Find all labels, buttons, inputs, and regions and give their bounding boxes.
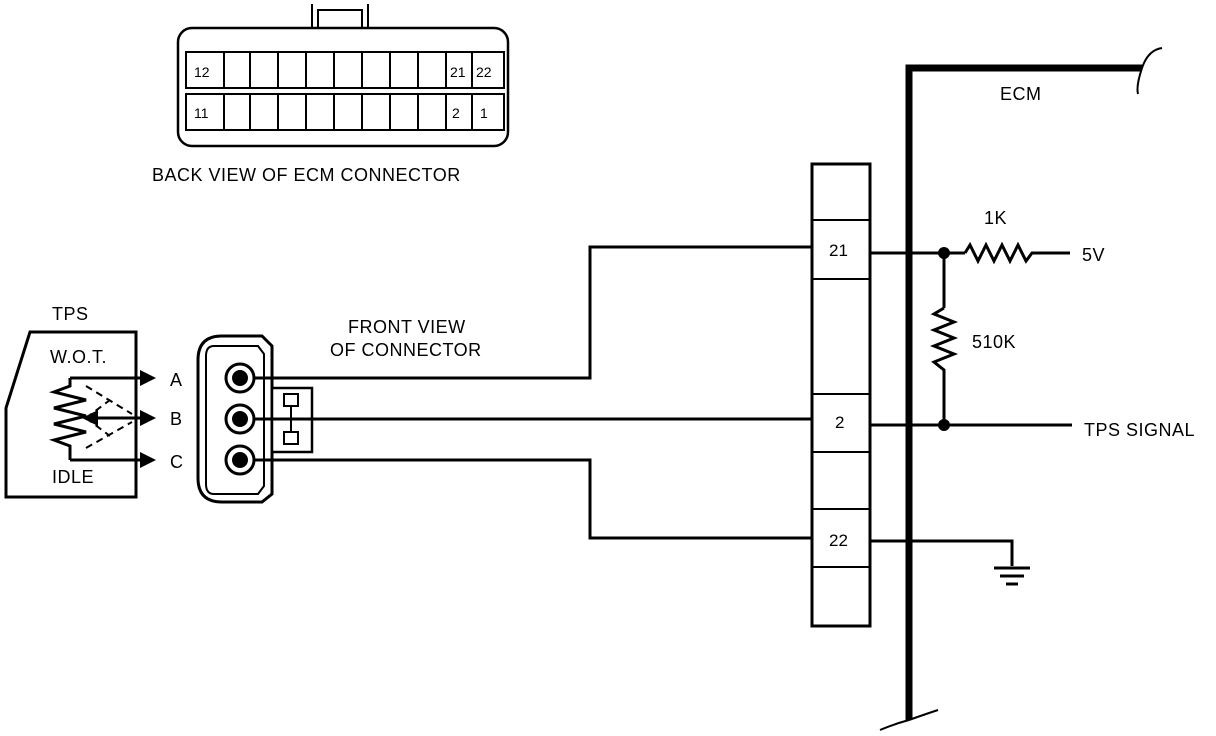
terminal-c-label: C <box>170 452 184 472</box>
ecm-pin-2-label: 2 <box>835 413 844 432</box>
arrow-b-icon <box>140 410 156 426</box>
tps-signal-label: TPS SIGNAL <box>1084 420 1195 440</box>
wire-a-to-pin21 <box>254 245 812 380</box>
supply-5v-label: 5V <box>1082 245 1105 265</box>
tps-title: TPS <box>52 304 89 324</box>
connector-caption-line2: OF CONNECTOR <box>330 340 482 360</box>
ecm-connector-back-view: 12 21 22 11 2 1 BACK VIEW OF ECM CONNECT… <box>152 4 510 185</box>
ecm-label: ECM <box>1000 84 1042 104</box>
resistor-510k <box>929 306 959 425</box>
arrow-a-icon <box>140 370 156 386</box>
ecm-connector-caption: BACK VIEW OF ECM CONNECTOR <box>152 165 461 185</box>
terminal-a-label: A <box>170 370 183 390</box>
wot-label: W.O.T. <box>50 347 107 367</box>
ecm-internal-circuit: ECM 1K 5V 510K TPS SIGNAL <box>870 47 1195 731</box>
idle-label: IDLE <box>52 467 94 487</box>
harness-connector-front-view: FRONT VIEW OF CONNECTOR <box>196 317 482 504</box>
connector-cavities <box>223 52 473 130</box>
cavity-2-label: 2 <box>452 105 460 121</box>
ecm-pin-21-label: 21 <box>829 241 848 260</box>
resistor-1k <box>963 241 1070 265</box>
resistor-510k-label: 510K <box>972 332 1016 352</box>
resistor-1k-label: 1K <box>984 208 1007 228</box>
wiper-arrow-left-icon <box>82 410 98 426</box>
ecm-boundary <box>905 64 1142 720</box>
wire-c-to-pin22 <box>254 458 812 540</box>
cavity-1-label: 1 <box>480 105 488 121</box>
connector-caption-line1: FRONT VIEW <box>348 317 466 337</box>
ecm-pin-22-label: 22 <box>829 531 848 550</box>
arrow-c-icon <box>140 452 156 468</box>
cavity-12-label: 12 <box>194 64 210 80</box>
wiring <box>254 245 812 540</box>
ground-icon <box>994 566 1030 586</box>
cavity-22-label: 22 <box>476 64 492 80</box>
terminal-b-label: B <box>170 409 183 429</box>
ecm-pin-strip: 21 2 22 <box>810 162 872 628</box>
cavity-21-label: 21 <box>450 64 466 80</box>
tps-sensor: TPS W.O.T. IDLE A B C <box>4 304 184 499</box>
cavity-11-label: 11 <box>194 105 209 121</box>
junction-pin2 <box>938 419 950 431</box>
